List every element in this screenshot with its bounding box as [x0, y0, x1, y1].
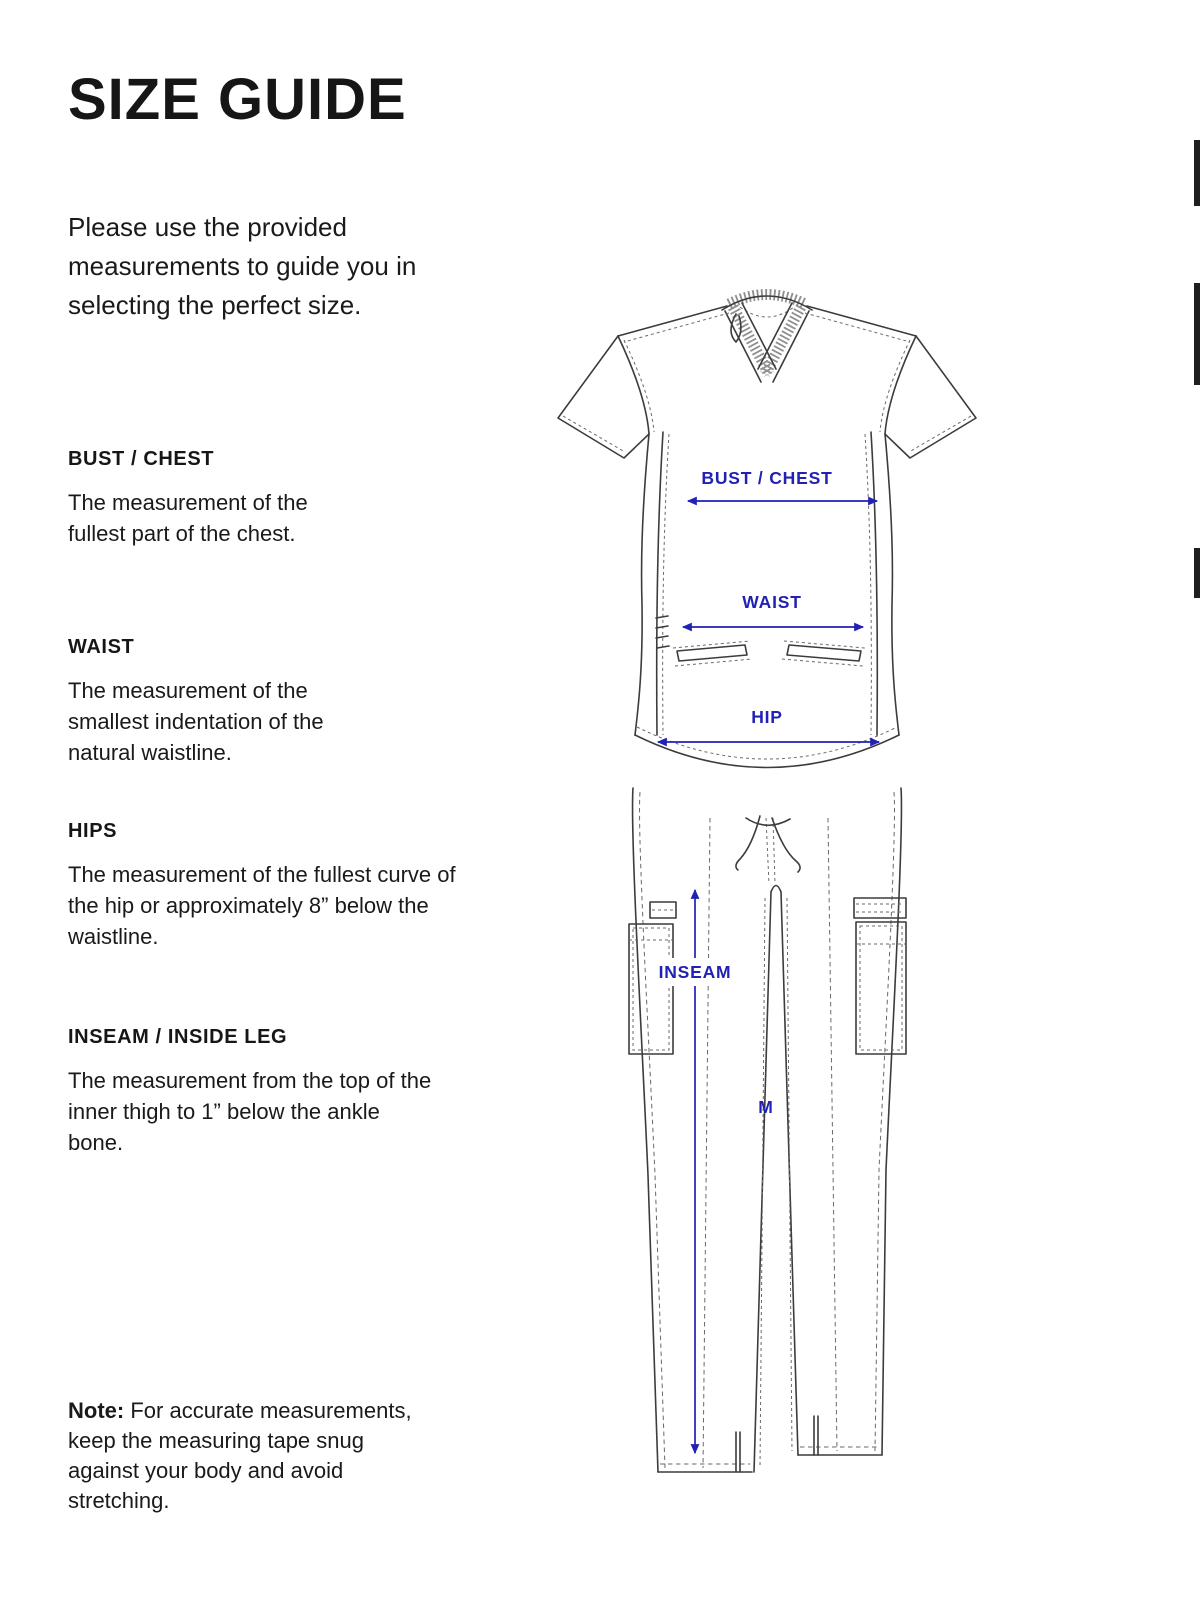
measurement-note: Note: For accurate measurements, keep th… [68, 1396, 413, 1516]
section-heading-hips: HIPS [68, 820, 118, 842]
scrub-pants-drawing [628, 787, 907, 1473]
hip-measure-label: HIP [751, 707, 783, 727]
size-diagram: BUST / CHEST WAIST HIP INSEAM M [557, 289, 977, 1473]
section-hips: HIPS The measurement of the fullest curv… [68, 820, 460, 952]
right-edge-mark-2 [1194, 283, 1200, 385]
note-label: Note: [68, 1398, 125, 1423]
right-edge-mark-1 [1194, 140, 1200, 206]
section-waist: WAIST The measurement of the smallest in… [68, 636, 380, 768]
section-inseam: INSEAM / INSIDE LEG The measurement from… [68, 1026, 434, 1158]
section-body-waist: The measurement of the smallest indentat… [68, 678, 324, 765]
note-text: For accurate measurements, keep the meas… [68, 1398, 412, 1513]
waist-measure-label: WAIST [742, 592, 801, 612]
section-body-bust-chest: The measurement of the fullest part of t… [68, 490, 308, 546]
measurement-annotations: BUST / CHEST WAIST HIP INSEAM M [647, 468, 881, 1455]
section-heading-inseam: INSEAM / INSIDE LEG [68, 1026, 288, 1048]
section-bust-chest: BUST / CHEST The measurement of the full… [68, 448, 360, 549]
section-heading-bust-chest: BUST / CHEST [68, 448, 215, 470]
section-body-inseam: The measurement from the top of the inne… [68, 1068, 432, 1155]
size-marker-label: M [758, 1097, 773, 1117]
scrub-top-drawing [557, 289, 977, 769]
inseam-label-backing [647, 958, 743, 986]
section-body-hips: The measurement of the fullest curve of … [68, 862, 456, 949]
page-title: SIZE GUIDE [68, 67, 407, 132]
section-heading-waist: WAIST [68, 636, 135, 658]
intro-text: Please use the provided measurements to … [68, 212, 417, 320]
right-edge-mark-3 [1194, 548, 1200, 598]
inseam-measure-label: INSEAM [659, 962, 732, 982]
bust-chest-measure-label: BUST / CHEST [701, 468, 832, 488]
